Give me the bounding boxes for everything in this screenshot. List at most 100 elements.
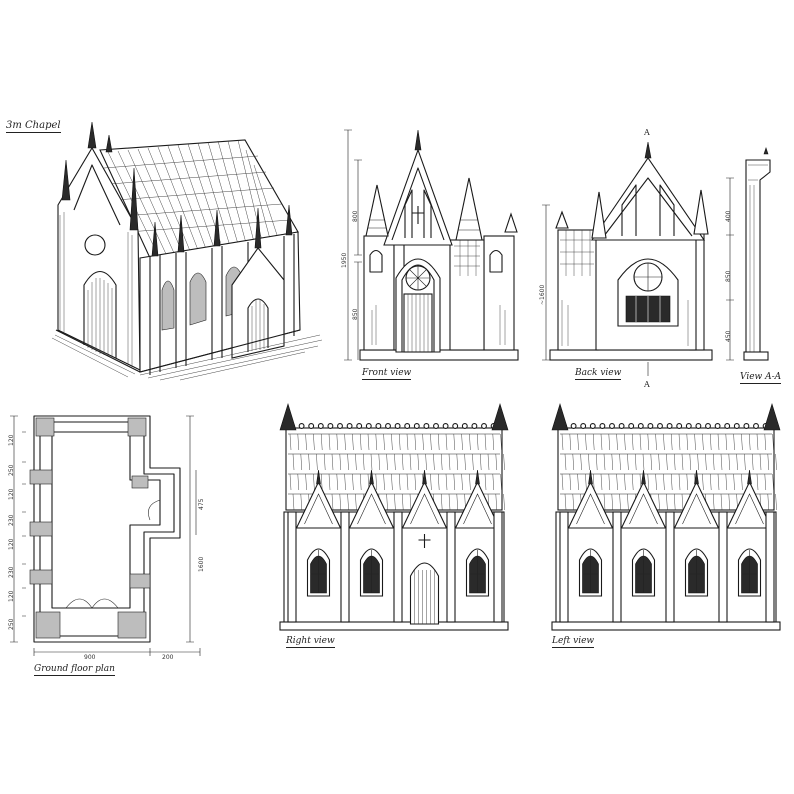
roof-tile [352,473,354,491]
roof-tile [347,453,349,471]
bay-gable [454,480,501,529]
roof-tile [585,433,587,451]
roof-tile [495,493,498,511]
left-view-label: Left view [552,636,595,648]
roof-tile [422,433,424,451]
roof-tile [355,453,357,471]
roof-tile [577,433,579,451]
roof-tile [406,473,409,491]
roof-tile [686,433,689,451]
roof-tile [631,473,634,491]
roof-tile [741,433,743,451]
buttress [612,511,622,623]
roof-tile [448,493,451,511]
roof-tile [666,453,668,471]
roof-tile [686,473,689,491]
roof-tile [484,473,487,491]
section-marker-top: A [644,128,650,137]
roof-tile [709,433,712,451]
roof-tile [585,473,587,491]
roof-tile [764,433,767,451]
roof-tile [297,433,300,451]
roof-tile [391,473,393,491]
roof-tile [588,453,590,471]
gable-tracery [463,493,492,525]
roof-tile [437,433,440,451]
roof-tile [569,433,572,451]
roof-tile [440,453,443,471]
crest-knob [618,423,625,429]
roof-tile [300,453,303,471]
roof-tile [331,453,334,471]
roof-tile [495,453,498,471]
roof-tile [592,473,595,491]
roof-tile [627,493,629,511]
roof-tile [383,473,385,491]
roof-tile [320,473,323,491]
roof-tile [437,473,440,491]
roof-tile [383,433,385,451]
bay-gable [567,480,614,529]
roof-tile [655,473,657,491]
plan-left-dim-3: 120 [8,488,15,500]
crest-knob [365,423,372,429]
roof-tile [503,453,505,471]
crest-knob [647,423,654,429]
roof-tile [292,453,295,471]
crest-knob [404,423,411,429]
roof-tile [394,453,396,471]
roof-tile [336,433,339,451]
bay-gable [620,480,667,529]
roof-tile [681,493,684,511]
roof-tile [764,473,767,491]
roof-tile [414,433,417,451]
roof-tile [453,473,456,491]
roof-tile [313,473,315,491]
roof-tile [709,473,712,491]
gable-finial [747,469,752,485]
plan-left-dim-8: 250 [8,618,15,630]
crest-knob [589,423,596,429]
buttress [393,511,403,623]
roof-tile [469,433,471,451]
roof-tile [572,493,575,511]
roof-tile [500,433,502,451]
roof-tile [461,433,463,451]
roof-tile [751,453,754,471]
roof-tile [289,433,292,451]
roof-tile [339,453,342,471]
roof-tile [561,433,564,451]
crest-knob [733,423,740,429]
crest-knob [308,423,315,429]
roof-tile [663,473,665,491]
crest-knob [471,423,478,429]
roof-tile [401,453,404,471]
roof-tile [425,453,427,471]
crest-knob [580,423,587,429]
roof-tile [375,473,378,491]
crest-knob [570,423,577,429]
bay-gable [401,480,448,529]
section-view-label: View A-A [740,372,782,384]
roof-tile [611,453,614,471]
crest-knob [666,423,673,429]
crest-knob [705,423,711,429]
roof-tile [564,453,567,471]
roof-tile [681,453,684,471]
roof-tile [445,473,448,491]
roof-tile [639,433,642,451]
roof-tile [564,493,567,511]
window-mullion [688,550,705,593]
roof-tile [720,493,723,511]
roof-tile [616,473,618,491]
left-view-drawing [551,402,781,631]
roof-tile [725,433,728,451]
roof-tile [375,433,378,451]
roof-tile [655,433,657,451]
crest-knob [461,423,468,429]
